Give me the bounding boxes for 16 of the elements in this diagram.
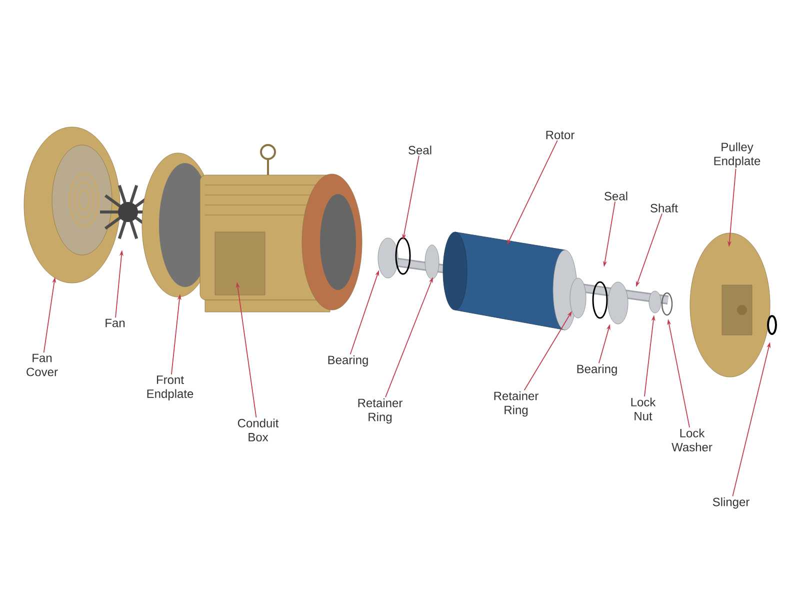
part-label: Bearing bbox=[328, 355, 368, 367]
part-label: Lock Nut bbox=[631, 398, 656, 420]
part-label: Conduit Box bbox=[238, 418, 279, 442]
part-label: Fan Cover bbox=[26, 354, 58, 376]
part-label: Retainer Ring bbox=[358, 398, 402, 424]
part-label: Pulley Endplate bbox=[714, 142, 760, 168]
part-label: Retainer Ring bbox=[494, 391, 538, 417]
part-label: Seal bbox=[408, 146, 432, 154]
part-label: Bearing bbox=[577, 364, 617, 376]
part-label: Seal bbox=[604, 192, 628, 200]
part-label: Front Endplate bbox=[147, 376, 194, 400]
part-label: Fan bbox=[106, 318, 125, 328]
part-label: Shaft bbox=[650, 204, 678, 212]
part-label: Lock Washer bbox=[672, 428, 712, 452]
part-label: Slinger bbox=[712, 497, 750, 509]
part-label: Rotor bbox=[546, 130, 574, 140]
